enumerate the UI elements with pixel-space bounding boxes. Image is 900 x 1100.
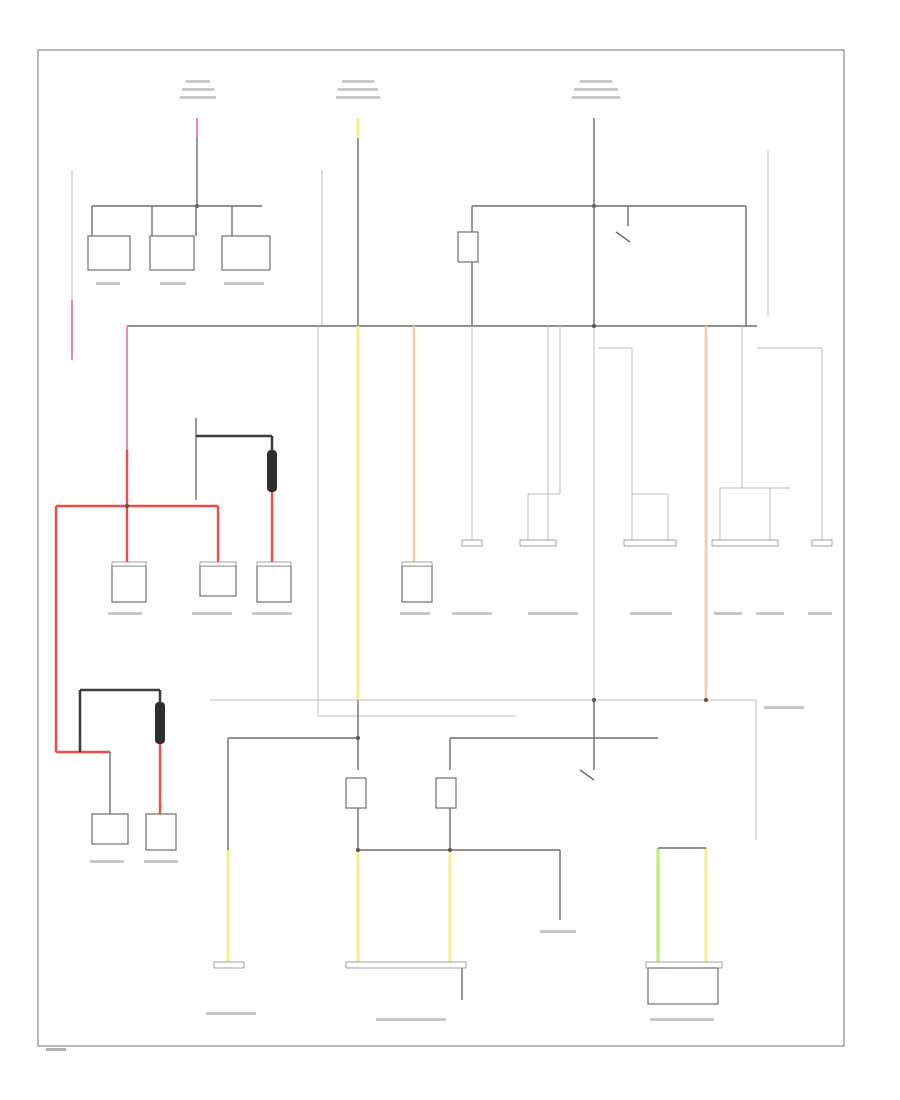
fuse-group-left [87,235,271,271]
illegible-annotations [46,80,832,1051]
lower-bus [210,699,757,850]
main-bus [127,325,822,349]
junction-dots [125,324,708,852]
center-circuits [317,326,516,770]
feed-center [321,118,360,326]
lower-feeds [226,847,708,1000]
feed-right [457,118,769,326]
bottom-connectors [213,961,723,1005]
right-center-circuits [471,326,823,700]
lower-relays [345,769,595,920]
connector-row-upper [111,539,833,567]
feed-left [91,118,262,240]
left-components [91,565,292,851]
diagram-border [37,49,845,1047]
